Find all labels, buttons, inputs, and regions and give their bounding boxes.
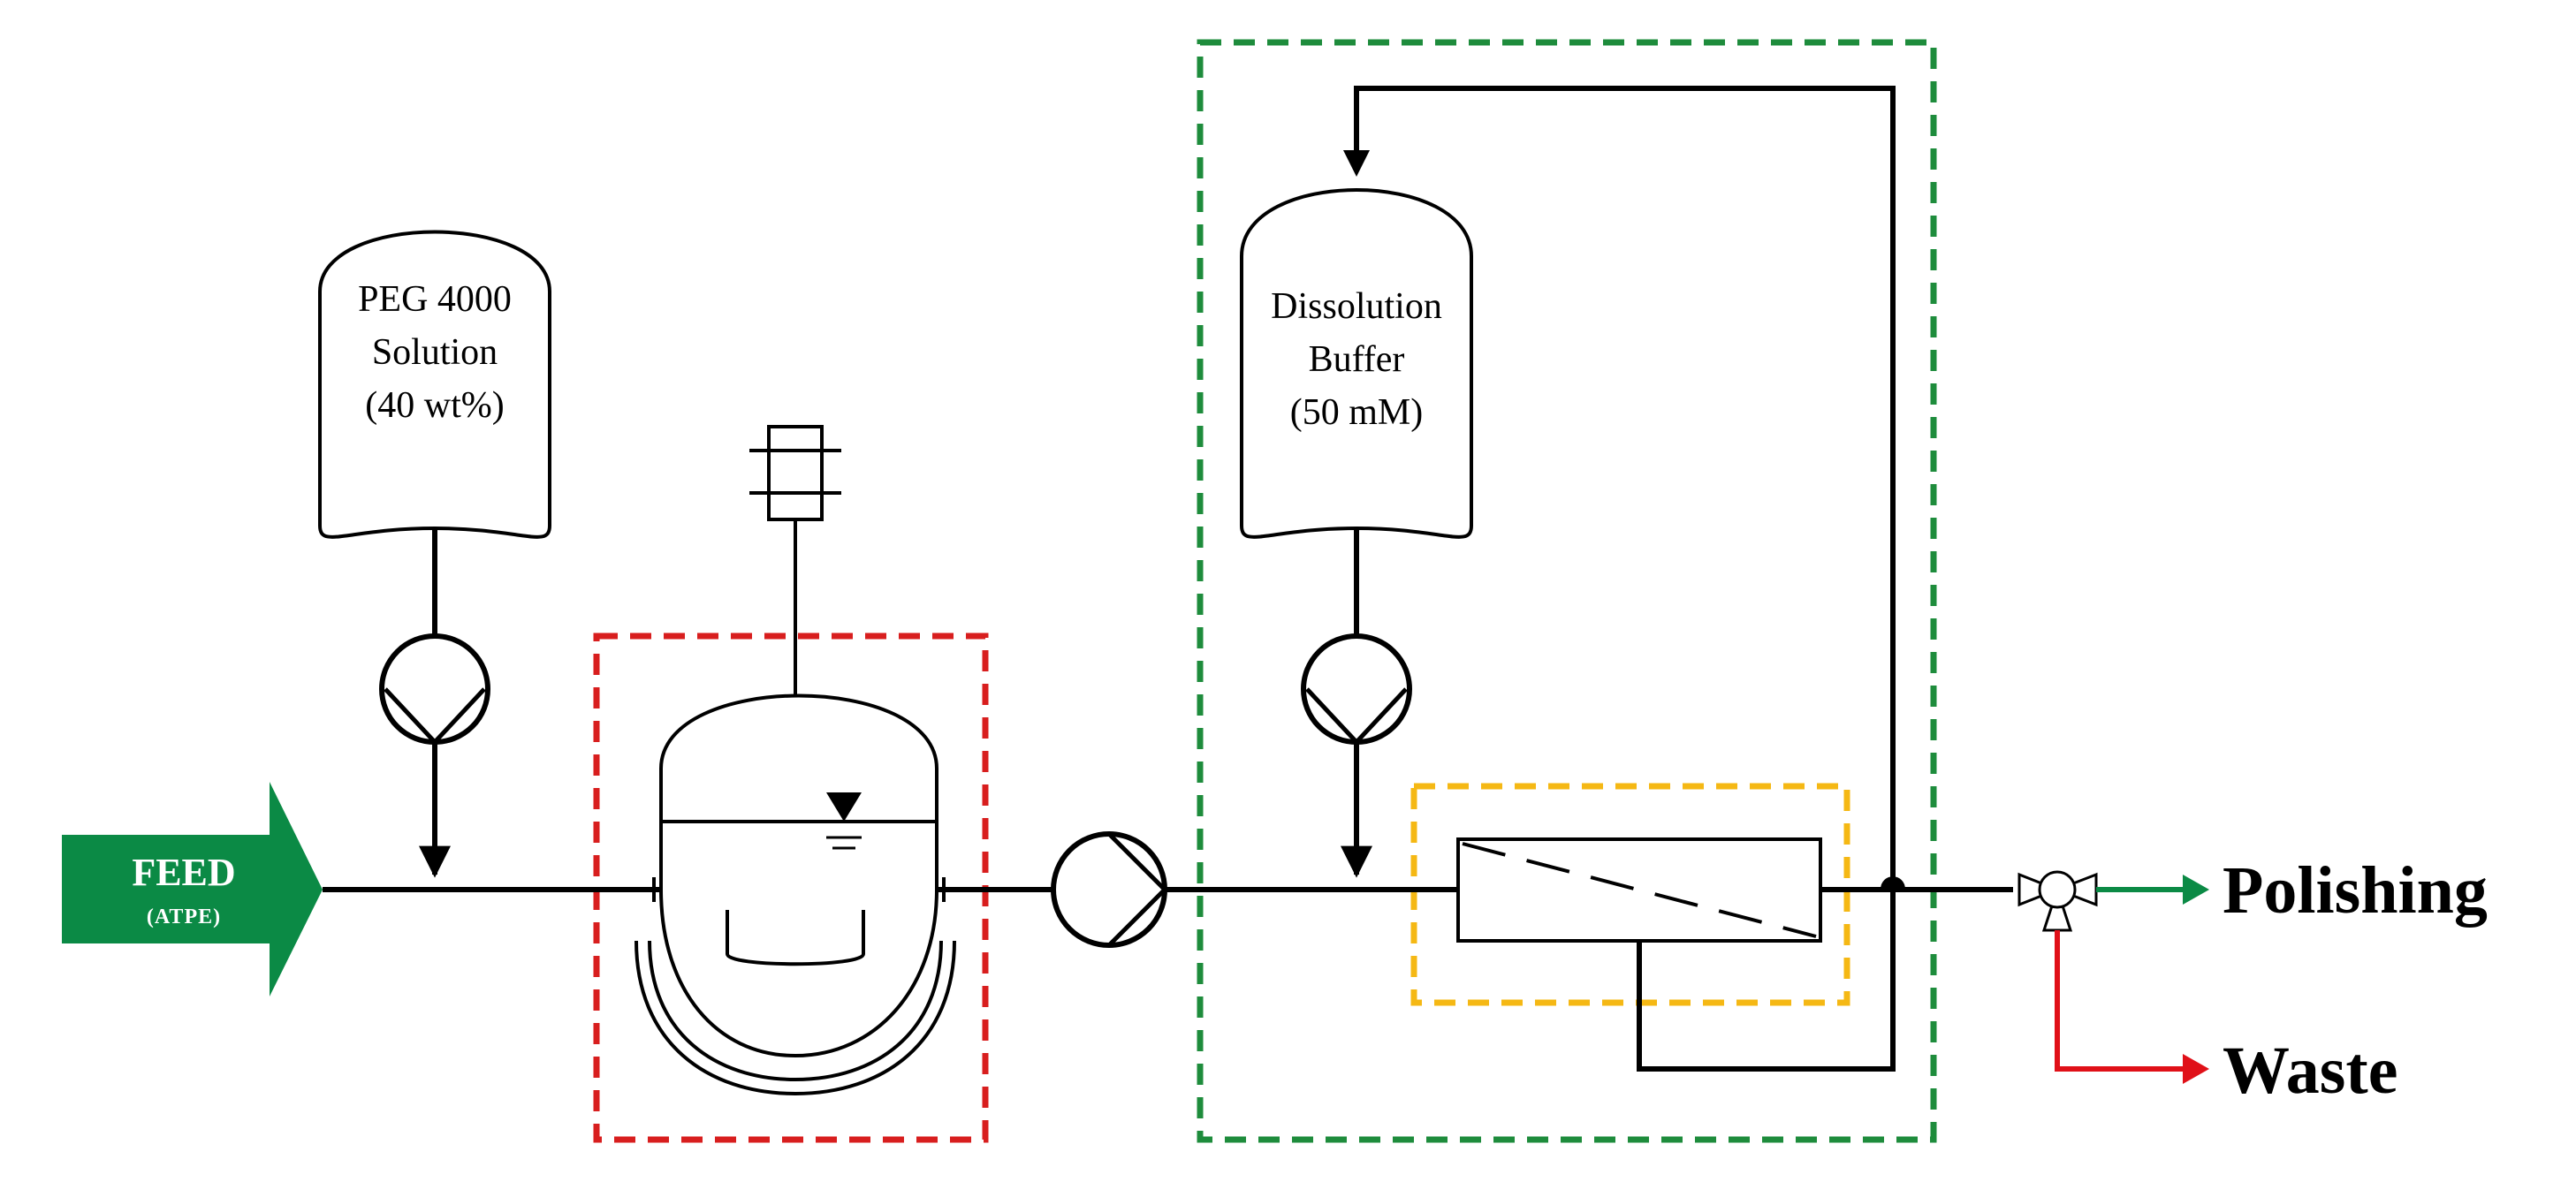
three-way-valve	[2017, 870, 2098, 932]
filter-boundary-box	[1410, 783, 1850, 1006]
peg-tank-line-3: (40 wt%)	[365, 385, 504, 426]
jacketed-reactor	[635, 693, 956, 1096]
waste-line	[2055, 930, 2190, 1072]
buffer-tank-line-2: Buffer	[1309, 339, 1405, 380]
feed-subtitle: (ATPE)	[147, 905, 221, 928]
peg-tank: PEG 4000 Solution (40 wt%)	[318, 230, 551, 539]
polishing-label: Polishing	[2223, 853, 2488, 928]
peg-tank-line-2: Solution	[372, 332, 498, 373]
buffer-pump	[1301, 633, 1412, 746]
peg-tank-line-1: PEG 4000	[358, 279, 512, 320]
liquid-level-indicator	[826, 792, 862, 850]
recycle-loop	[1354, 86, 1896, 1072]
feed-title: FEED	[132, 851, 235, 894]
buffer-tank-line-1: Dissolution	[1271, 286, 1442, 327]
membrane-filter	[1456, 837, 1822, 943]
feed-arrow: FEED (ATPE)	[62, 782, 323, 996]
waste-label: Waste	[2223, 1034, 2397, 1108]
buffer-tank: Dissolution Buffer (50 mM)	[1240, 188, 1473, 539]
buffer-tank-line-3: (50 mM)	[1290, 392, 1424, 433]
dissolution-boundary-box	[1197, 39, 1937, 1143]
peg-pump	[379, 633, 490, 746]
agitator-motor	[749, 425, 841, 521]
transfer-pump	[1051, 831, 1168, 948]
